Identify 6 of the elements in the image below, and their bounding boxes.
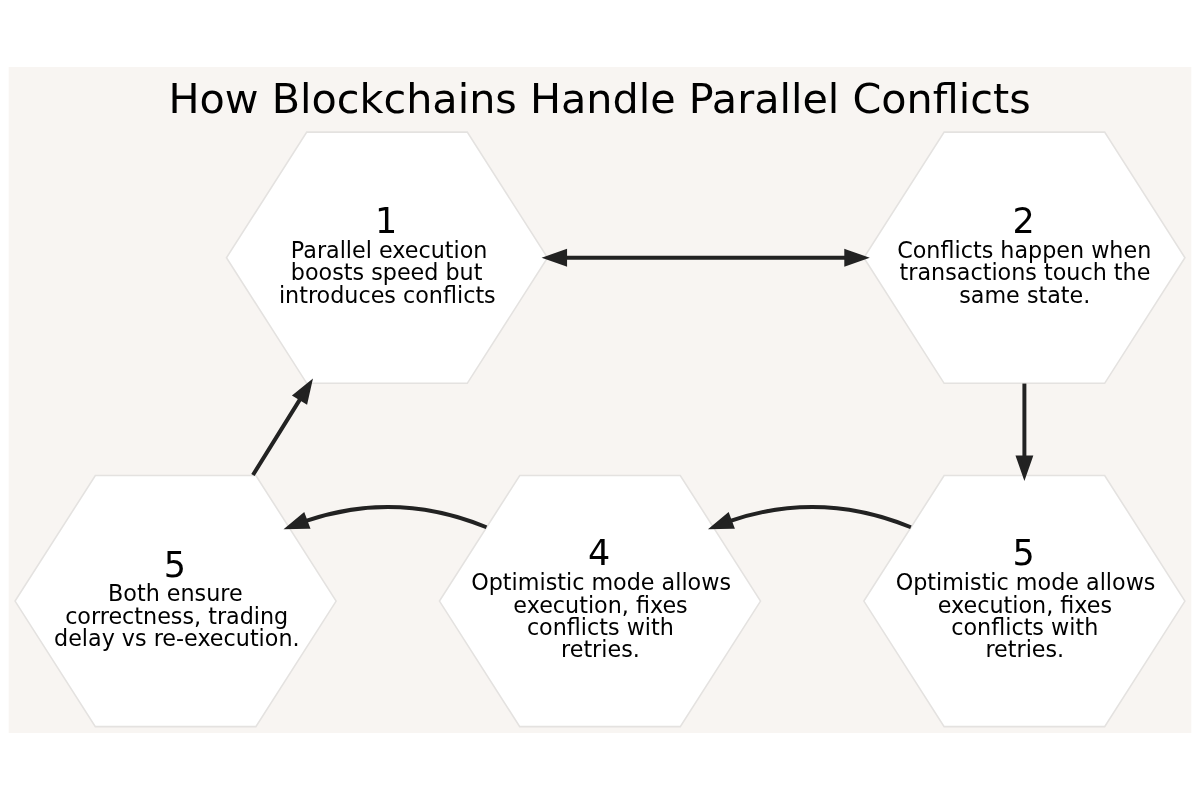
arrow <box>251 378 313 477</box>
arrow <box>707 505 912 530</box>
arrow <box>541 248 870 267</box>
arrow <box>283 505 488 530</box>
arrow <box>1015 383 1034 482</box>
diagram-title: How Blockchains Handle Parallel Conflicts <box>168 74 1031 123</box>
